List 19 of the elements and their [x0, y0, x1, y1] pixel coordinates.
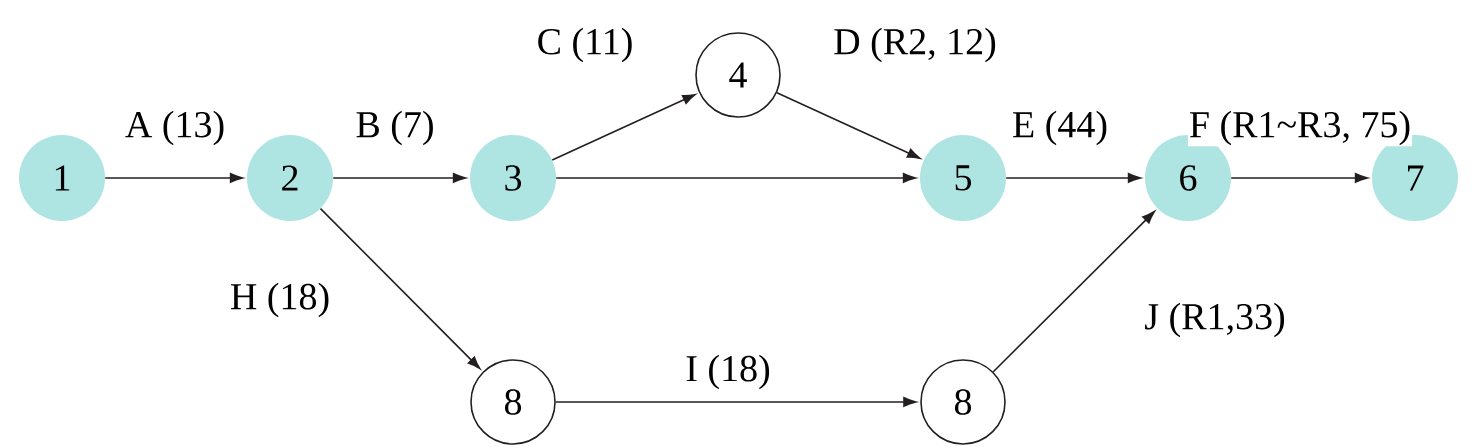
arrow: [555, 173, 916, 183]
arrow: [776, 92, 921, 159]
edge-label: H (18): [228, 281, 332, 319]
edge-label: C (11): [535, 26, 635, 64]
arrow: [319, 207, 481, 370]
edge-label: D (R2, 12): [832, 26, 998, 64]
arrow: [1230, 173, 1368, 183]
edge-label: J (R1,33): [1143, 301, 1287, 339]
edge-label: B (7): [354, 109, 436, 147]
arrow: [332, 173, 467, 183]
arrow: [555, 397, 917, 407]
arrow: [551, 93, 696, 161]
edge-label: I (18): [684, 353, 772, 391]
edge-label: E (44): [1011, 109, 1109, 147]
edge-label: A (13): [123, 109, 227, 147]
arrow: [1005, 173, 1141, 183]
edge-label: F (R1~R3, 75): [1187, 109, 1413, 147]
arrow: [104, 173, 244, 183]
arrow: [992, 210, 1155, 373]
